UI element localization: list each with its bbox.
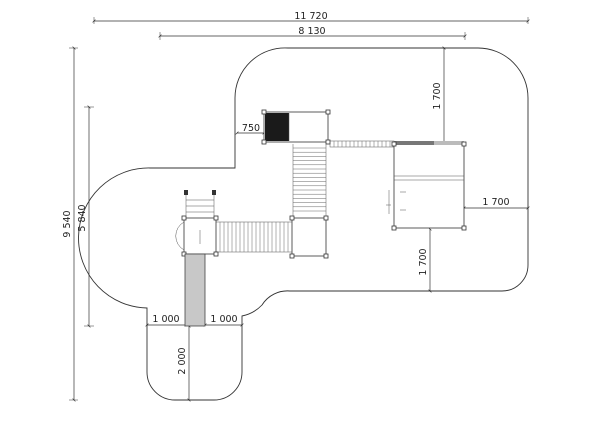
dim-right-clearance-label: 1 700 — [482, 197, 509, 208]
dim-bottom-clearance: 1 700 — [418, 227, 432, 293]
dim-top-clearance-label: 1 700 — [432, 82, 443, 109]
dim-slide-exit-label: 2 000 — [177, 347, 188, 374]
dim-slide-left: 1 000 — [145, 314, 188, 327]
dim-deck-width: 750 — [235, 123, 266, 135]
dim-overall-height-label: 9 540 — [62, 210, 73, 237]
dim-right-clearance: 1 700 — [462, 197, 530, 210]
slide — [184, 253, 206, 327]
right-structure-beam-end — [434, 141, 464, 145]
dim-slide-right-label: 1 000 — [210, 314, 237, 325]
dim-inner-width: 8 130 — [158, 26, 467, 40]
dim-bottom-clearance-label: 1 700 — [418, 248, 429, 275]
slide-chute — [184, 253, 206, 327]
dim-deck-width-label: 750 — [242, 123, 260, 134]
dim-slide-exit: 2 000 — [177, 324, 191, 402]
vertical-bridge — [292, 144, 327, 216]
rope-bridge-right — [329, 140, 395, 148]
solid-deck-panel — [265, 113, 289, 141]
dim-inner-height-label: 5 840 — [77, 204, 88, 231]
dim-inner-width-label: 8 130 — [298, 26, 325, 37]
lower-right-tower — [289, 215, 329, 259]
dim-slide-right: 1 000 — [203, 314, 244, 327]
lower-bridge — [216, 221, 292, 253]
upper-tower — [261, 109, 331, 145]
safety-zone-outline — [78, 47, 529, 401]
left-tower — [175, 215, 219, 257]
left-ladder — [184, 190, 216, 218]
right-structure-beam — [394, 141, 434, 145]
dim-overall-width: 11 720 — [92, 11, 530, 24]
ladder-post-left — [184, 190, 188, 195]
right-structure — [386, 141, 467, 231]
dim-overall-height: 9 540 — [62, 46, 78, 402]
dim-top-clearance: 1 700 — [432, 46, 446, 145]
dim-overall-width-label: 11 720 — [294, 11, 327, 22]
dim-inner-height: 5 840 — [77, 105, 94, 328]
dim-slide-left-label: 1 000 — [152, 314, 179, 325]
ladder-post-right — [212, 190, 216, 195]
